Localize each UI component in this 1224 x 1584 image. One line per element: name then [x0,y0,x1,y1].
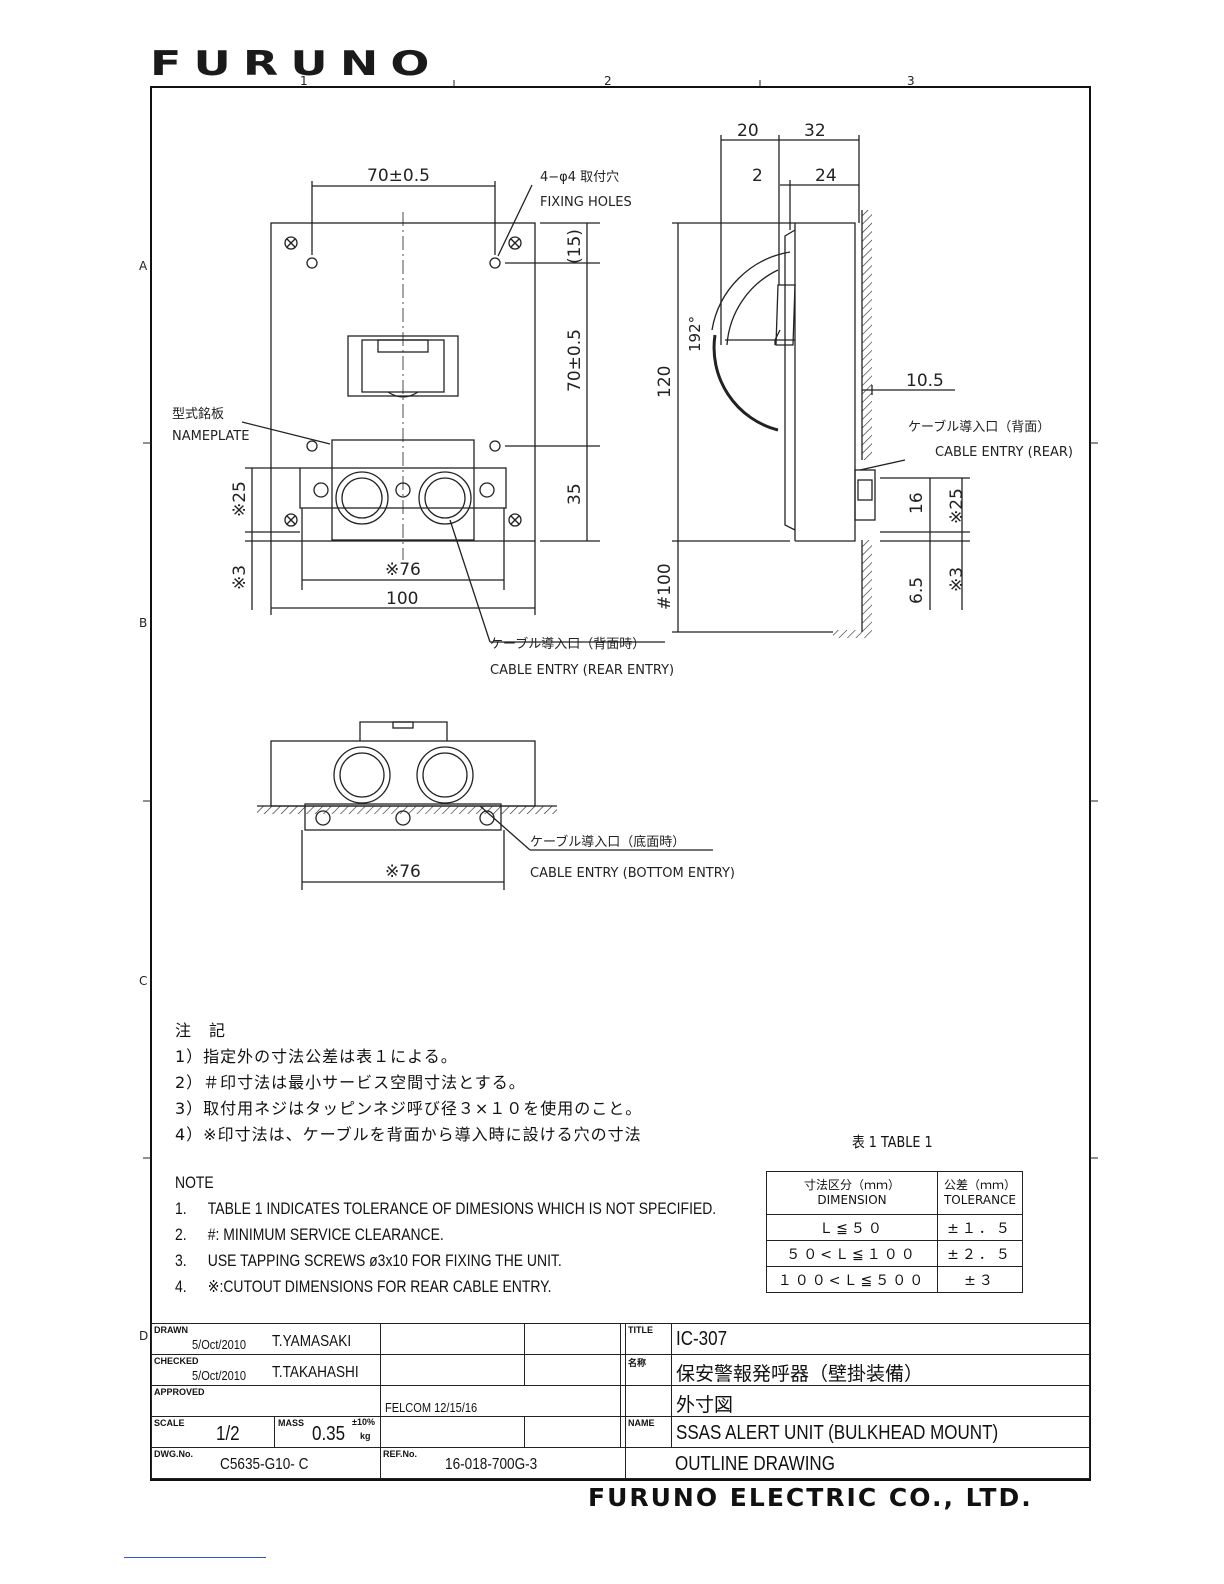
scale-mass-cell: SCALE 1/2 MASS 0.35 ±10% kg [151,1416,381,1448]
side-dim-3: ※3 [947,567,967,592]
zone-label-1: 1 [300,74,308,88]
side-dim-angle: 192° [686,316,704,352]
zone-label-2: 2 [604,74,612,88]
fixing-holes-jp: 4−φ4 取付穴 [540,170,619,185]
side-dim-25: ※25 [947,488,967,524]
notes-jp-title: 注 記 [175,1021,227,1040]
notes-jp-item: 2）＃印寸法は最小サービス空間寸法とする。 [175,1073,526,1092]
furuno-logo: FURUNO [150,44,442,84]
front-view [241,181,665,643]
side-dim-6-5: 6.5 [907,577,927,604]
side-dim-2: 2 [752,166,763,186]
notes-jp-item: 1）指定外の寸法公差は表１による。 [175,1047,458,1066]
front-cable-entry-en: CABLE ENTRY (REAR ENTRY) [490,663,674,678]
front-dim-3: ※3 [230,565,250,590]
front-dim-hole-spacing-h: 70±0.5 [367,166,430,186]
notes-jp-item: 4）※印寸法は、ケーブルを背面から導入時に設ける穴の寸法 [175,1125,642,1144]
side-dim-32: 32 [804,121,826,141]
front-dim-15: (15) [565,229,585,264]
name-jp-label-cell: 名称 [625,1354,672,1386]
table-row: Ｌ≦５０±１．５ [766,1214,1023,1241]
drawn-cell: DRAWN 5/Oct/2010 T.YAMASAKI [151,1323,381,1355]
zone-label-a: A [139,259,148,273]
side-dim-120: 120 [655,366,675,398]
bottom-cable-entry-en: CABLE ENTRY (BOTTOM ENTRY) [530,866,735,881]
title-cell: IC-307 [671,1323,1090,1355]
approved-cell: APPROVED [151,1385,381,1417]
title-block: DRAWN 5/Oct/2010 T.YAMASAKI TITLE IC-307… [151,1323,1090,1479]
table-row: ５０<Ｌ≦１００±２．５ [766,1240,1023,1267]
name-jp-cell: 保安警報発呼器（壁掛装備） [671,1354,1090,1386]
side-dim-16: 16 [907,492,927,514]
side-cable-entry-jp: ケーブル導入口（背面） [908,419,1050,435]
table-head-dimension: 寸法区分（ｍｍ）DIMENSION [766,1171,938,1215]
notes-en-item: 4.※:CUTOUT DIMENSIONS FOR REAR CABLE ENT… [175,1277,552,1296]
bottom-cable-entry-jp: ケーブル導入口（底面時） [530,834,685,850]
ref-cell: REF.No. 16-018-700G-3 [380,1447,626,1479]
side-view [672,135,970,638]
table-head-tolerance: 公差（ｍｍ）TOLERANCE [937,1171,1023,1215]
checked-cell: CHECKED 5/Oct/2010 T.TAKAHASHI [151,1354,381,1386]
zone-label-b: B [139,616,147,630]
front-dim-25: ※25 [230,481,250,517]
front-dim-hole-spacing-v: 70±0.5 [565,329,585,392]
zone-label-c: C [139,974,147,988]
name-en-cell: SSAS ALERT UNIT (BULKHEAD MOUNT) [671,1416,1090,1448]
bottom-view [257,721,713,890]
notes-en-item: 1.TABLE 1 INDICATES TOLERANCE OF DIMESIO… [175,1199,717,1218]
name-en2-cell: OUTLINE DRAWING [625,1447,1090,1479]
title-label-cell: TITLE [625,1323,672,1355]
zone-label-3: 3 [907,74,915,88]
fixing-holes-en: FIXING HOLES [540,195,632,210]
nameplate-jp: 型式銘板 [172,407,224,422]
notes-en-item: 3.USE TAPPING SCREWS ø3x10 FOR FIXING TH… [175,1251,562,1270]
front-cable-entry-jp: ケーブル導入口（背面時） [490,636,645,652]
zone-label-d: D [139,1329,148,1343]
notes-jp-item: 3）取付用ネジはタッピンネジ呼び径３×１０を使用のこと。 [175,1099,643,1118]
side-dim-100: #100 [655,563,675,610]
side-dim-20: 20 [737,121,759,141]
name-jp2-cell: 外寸図 [671,1385,1090,1417]
front-dim-35: 35 [565,483,585,505]
notes-en-title: NOTE [175,1173,214,1192]
notes-jp: 注 記 1）指定外の寸法公差は表１による。 2）＃印寸法は最小サービス空間寸法と… [175,1018,642,1148]
name-label-cell: NAME [625,1416,672,1448]
side-dim-24: 24 [815,166,837,186]
side-cable-entry-en: CABLE ENTRY (REAR) [935,445,1073,460]
side-dim-10-5: 10.5 [906,371,944,391]
dwg-cell: DWG.No. C5635-G10- C [151,1447,381,1479]
nameplate-en: NAMEPLATE [172,429,249,444]
company-name: FURUNO ELECTRIC CO., LTD. [588,1483,1033,1512]
table1-caption: 表 1 TABLE 1 [852,1133,933,1151]
front-dim-76: ※76 [385,560,421,580]
felcom-cell: FELCOM 12/15/16 [380,1385,621,1417]
bottom-dim-76: ※76 [385,862,421,882]
table-row: １００<Ｌ≦５００±３ [766,1266,1023,1293]
notes-en-item: 2.#: MINIMUM SERVICE CLEARANCE. [175,1225,444,1244]
notes-en: NOTE 1.TABLE 1 INDICATES TOLERANCE OF DI… [175,1170,716,1300]
tolerance-table: 寸法区分（ｍｍ）DIMENSION 公差（ｍｍ）TOLERANCE Ｌ≦５０±１… [766,1171,1023,1293]
drawing-frame [150,86,1091,1481]
front-dim-100: 100 [386,589,418,609]
footer-divider [124,1557,266,1558]
